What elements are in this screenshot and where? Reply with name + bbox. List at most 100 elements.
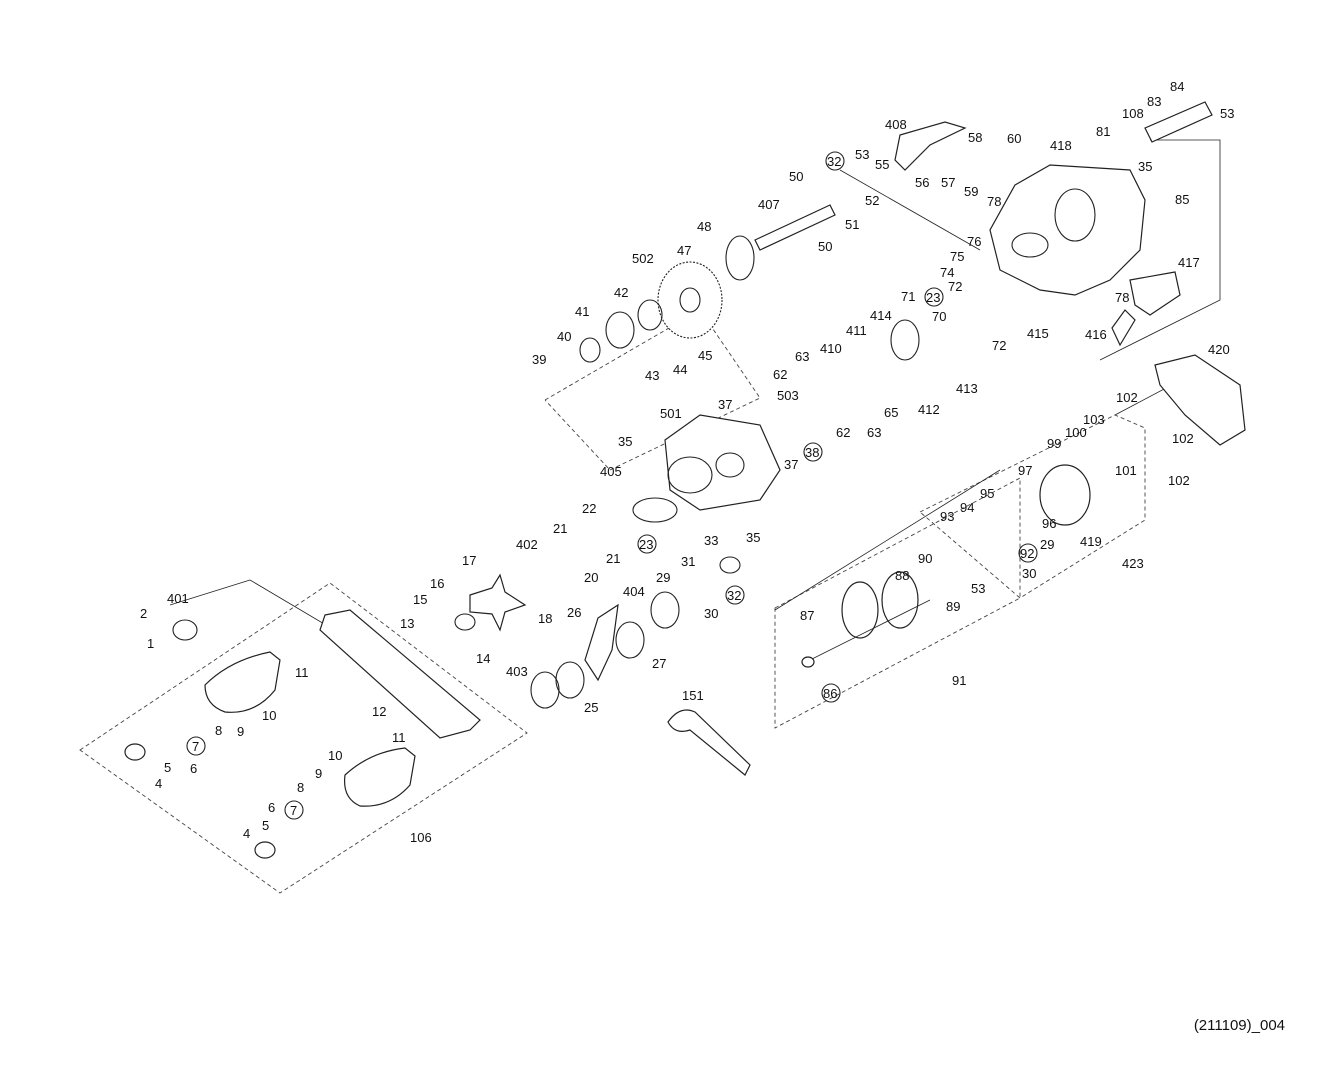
circle-32: [825, 151, 845, 171]
label-88: 88: [895, 568, 909, 583]
label-75: 75: [950, 249, 964, 264]
label-416: 416: [1085, 327, 1107, 342]
knob-cap-upper: [124, 743, 146, 761]
leader-line: [774, 469, 1001, 611]
circle-7: [186, 736, 206, 756]
label-32: 32: [827, 154, 841, 169]
label-30: 30: [1022, 566, 1036, 581]
ring-part-414: [890, 319, 920, 361]
label-45: 45: [698, 348, 712, 363]
label-11: 11: [295, 665, 309, 680]
label-41: 41: [575, 304, 589, 319]
label-418: 418: [1050, 138, 1072, 153]
label-419: 419: [1080, 534, 1102, 549]
label-62: 62: [773, 367, 787, 382]
label-21: 21: [606, 551, 620, 566]
label-414: 414: [870, 308, 892, 323]
ring-part-41: [605, 311, 635, 349]
thumb-bar-417: [1129, 271, 1181, 316]
label-408: 408: [885, 117, 907, 132]
handle-knob-upper: [204, 651, 281, 713]
label-102: 102: [1116, 390, 1138, 405]
label-42: 42: [614, 285, 628, 300]
leader-line: [839, 169, 981, 251]
label-84: 84: [1170, 79, 1184, 94]
main-gear-hub: [679, 287, 701, 313]
label-407: 407: [758, 197, 780, 212]
lever-26: [584, 603, 619, 682]
label-47: 47: [677, 243, 691, 258]
label-57: 57: [941, 175, 955, 190]
label-86: 86: [823, 686, 837, 701]
label-410: 410: [820, 341, 842, 356]
drawing-code: (211109)_004: [1193, 1017, 1285, 1034]
label-423: 423: [1122, 556, 1144, 571]
label-5: 5: [164, 760, 171, 775]
label-412: 412: [918, 402, 940, 417]
label-50: 50: [818, 239, 832, 254]
label-17: 17: [462, 553, 476, 568]
ring-part-403: [530, 671, 560, 709]
label-404: 404: [623, 584, 645, 599]
label-29: 29: [1040, 537, 1054, 552]
ring-part-25: [555, 661, 585, 699]
label-503: 503: [777, 388, 799, 403]
label-94: 94: [960, 500, 974, 515]
label-63: 63: [795, 349, 809, 364]
label-101: 101: [1115, 463, 1137, 478]
label-401: 401: [167, 591, 189, 606]
label-10: 10: [328, 748, 342, 763]
ring-part-48: [725, 235, 755, 281]
circle-7: [284, 800, 304, 820]
ring-part-404: [650, 591, 680, 629]
label-14: 14: [476, 651, 490, 666]
main-gear: [657, 261, 723, 339]
label-100: 100: [1065, 425, 1087, 440]
label-18: 18: [538, 611, 552, 626]
label-1: 1: [147, 636, 154, 651]
side-plate-bearing: [667, 456, 713, 494]
label-23: 23: [639, 537, 653, 552]
label-103: 103: [1083, 412, 1105, 427]
label-411: 411: [846, 323, 867, 338]
label-6: 6: [190, 761, 197, 776]
label-9: 9: [315, 766, 322, 781]
label-52: 52: [865, 193, 879, 208]
label-62: 62: [836, 425, 850, 440]
label-87: 87: [800, 608, 814, 623]
label-60: 60: [1007, 131, 1021, 146]
label-8: 8: [215, 723, 222, 738]
label-50: 50: [789, 169, 803, 184]
label-38: 38: [805, 445, 819, 460]
label-26: 26: [567, 605, 581, 620]
label-151: 151: [682, 688, 704, 703]
label-99: 99: [1047, 436, 1061, 451]
label-55: 55: [875, 157, 889, 172]
label-92: 92: [1020, 546, 1034, 561]
label-9: 9: [237, 724, 244, 739]
label-59: 59: [964, 184, 978, 199]
ring-part-405: [632, 497, 678, 523]
label-53: 53: [855, 147, 869, 162]
label-56: 56: [915, 175, 929, 190]
clutch-bar-408: [894, 121, 967, 171]
label-5: 5: [262, 818, 269, 833]
label-2: 2: [140, 606, 147, 621]
label-12: 12: [372, 704, 386, 719]
label-16: 16: [430, 576, 444, 591]
label-40: 40: [557, 329, 571, 344]
side-plate-hub: [715, 452, 745, 478]
frame-bearing-seat: [1011, 232, 1049, 258]
parts: [124, 101, 1246, 859]
label-85: 85: [1175, 192, 1189, 207]
circle-32: [725, 585, 745, 605]
label-7: 7: [192, 739, 199, 754]
part-labels: 1 2 4 4 5 5 6 6 7 7 8 8 9 9 10 10 11 11 …: [140, 79, 1234, 845]
ring-part-33: [719, 556, 741, 574]
label-81: 81: [1096, 124, 1110, 139]
label-11: 11: [392, 730, 406, 745]
label-93: 93: [940, 509, 954, 524]
label-72: 72: [992, 338, 1006, 353]
label-48: 48: [697, 219, 711, 234]
label-402: 402: [516, 537, 538, 552]
